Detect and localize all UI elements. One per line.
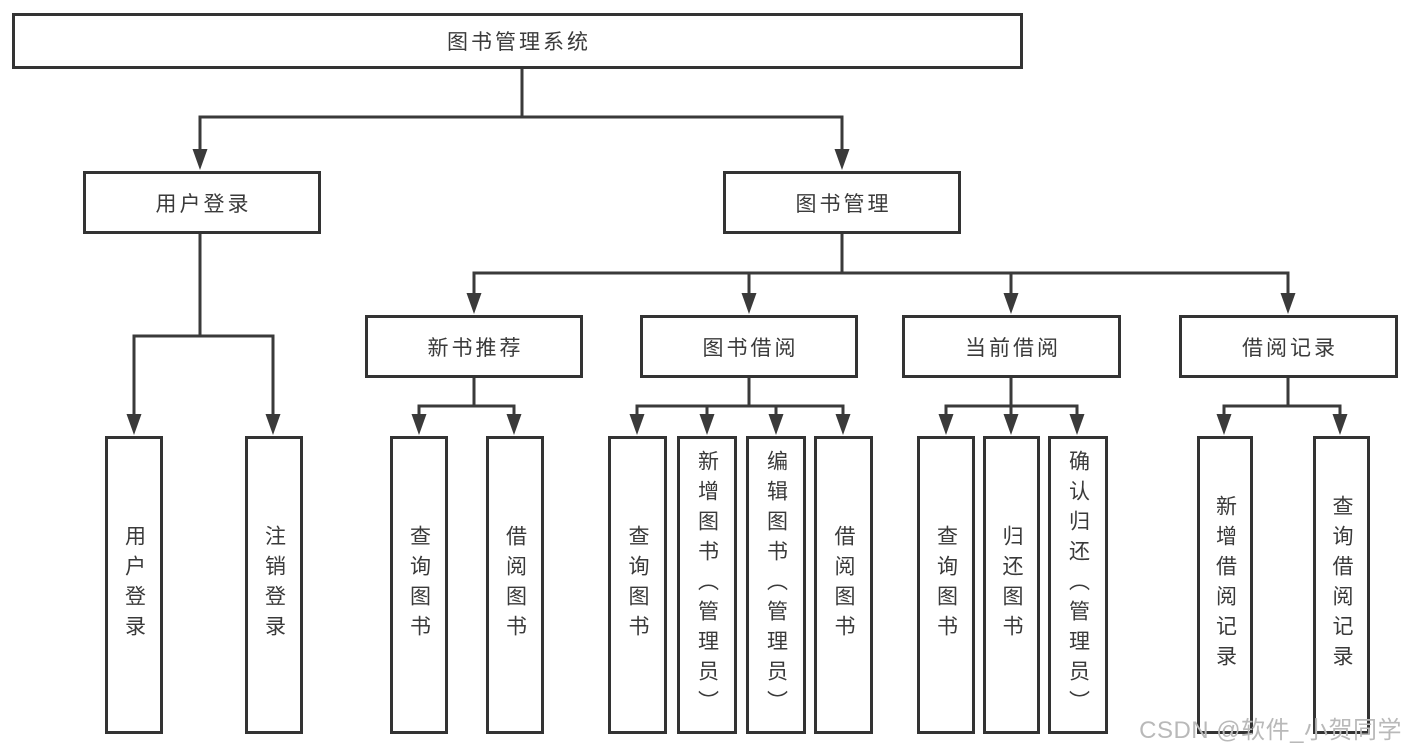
node-user-login: 用户登录 <box>83 171 321 234</box>
arrowhead-icons <box>126 149 1348 435</box>
node-label: 用户登录 <box>122 525 146 645</box>
leaf-logout: 注销登录 <box>245 436 303 734</box>
arrowhead-icon <box>411 414 427 435</box>
arrowhead-icon <box>1216 414 1232 435</box>
arrowhead-icon <box>834 149 850 170</box>
node-label: 借阅记录 <box>1242 336 1338 360</box>
leaf-current-confirm-return-admin: 确认归还（管理员） <box>1048 436 1108 734</box>
node-label: 查询借阅记录 <box>1330 495 1353 675</box>
arrowhead-icon <box>192 149 208 170</box>
arrowhead-icon <box>466 293 482 314</box>
arrowhead-icon <box>835 414 851 435</box>
arrowhead-icon <box>741 293 757 314</box>
node-label: 查询图书 <box>407 525 431 645</box>
leaf-borrow-edit-books-admin: 编辑图书（管理员） <box>746 436 806 734</box>
node-book-borrowing: 图书借阅 <box>640 315 858 378</box>
node-label: 图书管理系统 <box>447 31 591 54</box>
leaf-borrow-borrow-books: 借阅图书 <box>814 436 873 734</box>
node-label: 新增图书（管理员） <box>695 450 719 720</box>
node-label: 用户登录 <box>155 192 252 216</box>
leaf-newbook-query-books: 查询图书 <box>390 436 448 734</box>
node-current-borrowing: 当前借阅 <box>902 315 1121 378</box>
watermark: CSDN @软件_小贺同学 <box>1139 717 1402 744</box>
leaf-record-query-borrow-record: 查询借阅记录 <box>1313 436 1370 734</box>
arrowhead-icon <box>938 414 954 435</box>
leaf-user-login: 用户登录 <box>105 436 163 734</box>
arrowhead-icon <box>768 414 784 435</box>
arrowhead-icon <box>629 414 645 435</box>
leaf-current-query-books: 查询图书 <box>917 436 975 734</box>
node-root: 图书管理系统 <box>12 13 1023 69</box>
node-label: 查询图书 <box>626 525 649 645</box>
node-label: 图书借阅 <box>702 336 799 360</box>
node-label: 编辑图书（管理员） <box>764 450 788 720</box>
arrowhead-icon <box>1280 293 1296 314</box>
node-label: 注销登录 <box>262 525 286 645</box>
node-label: 借阅图书 <box>503 525 527 645</box>
arrowhead-icon <box>1069 414 1085 435</box>
node-book-management: 图书管理 <box>723 171 961 234</box>
arrowhead-icon <box>1003 293 1019 314</box>
leaf-current-return-books: 归还图书 <box>983 436 1040 734</box>
node-label: 查询图书 <box>934 525 958 645</box>
node-label: 新书推荐 <box>427 336 524 360</box>
node-label: 新增借阅记录 <box>1213 495 1237 675</box>
arrowhead-icon <box>1003 414 1019 435</box>
node-new-book-recommendation: 新书推荐 <box>365 315 583 378</box>
arrowhead-icon <box>265 414 281 435</box>
leaf-newbook-borrow-books: 借阅图书 <box>486 436 544 734</box>
arrowhead-icon <box>506 414 522 435</box>
node-label: 当前借阅 <box>965 336 1061 360</box>
arrowhead-icon <box>126 414 142 435</box>
leaf-borrow-add-books-admin: 新增图书（管理员） <box>677 436 737 734</box>
node-label: 确认归还（管理员） <box>1066 450 1090 720</box>
leaf-record-add-borrow-record: 新增借阅记录 <box>1197 436 1253 734</box>
arrowhead-icon <box>699 414 715 435</box>
leaf-borrow-query-books: 查询图书 <box>608 436 667 734</box>
node-borrowing-records: 借阅记录 <box>1179 315 1398 378</box>
node-label: 借阅图书 <box>832 525 855 645</box>
node-label: 归还图书 <box>1000 525 1023 645</box>
node-label: 图书管理 <box>795 192 892 216</box>
arrowhead-icon <box>1332 414 1348 435</box>
